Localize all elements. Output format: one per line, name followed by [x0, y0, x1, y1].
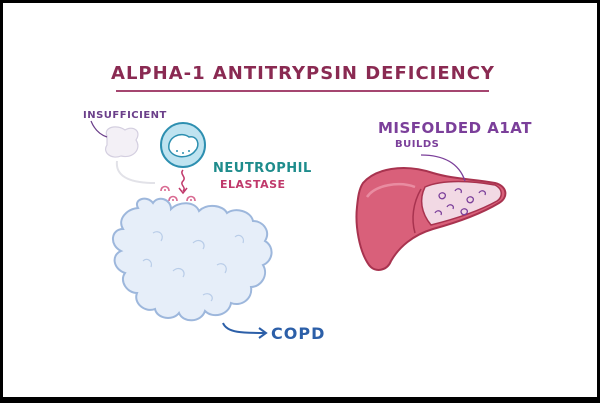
- lung-tissue-cloud: [112, 197, 273, 322]
- liver-lobe-divider: [412, 188, 422, 234]
- liver-lobe-highlight: [365, 183, 416, 198]
- label-insufficient: INSUFFICIENT: [83, 110, 167, 121]
- elastase-release-arrow: [181, 169, 185, 192]
- label-builds: BUILDS: [395, 139, 440, 150]
- copd-arrow: [222, 322, 266, 334]
- label-elastase: ELASTASE: [220, 178, 286, 191]
- a1at-path-line: [115, 160, 156, 184]
- title-underline: [116, 90, 489, 92]
- label-neutrophil: NEUTROPHIL: [213, 161, 312, 176]
- insufficient-pointer: [90, 120, 108, 138]
- elastase-fragments: [160, 185, 196, 202]
- diagram-title: ALPHA-1 ANTITRYPSIN DEFICIENCY: [111, 63, 495, 84]
- misfolded-a1at-particles: [434, 188, 487, 216]
- neutrophil-cell-icon: [160, 122, 206, 168]
- label-copd: COPD: [271, 324, 326, 343]
- illustration: [90, 120, 507, 339]
- builds-pointer: [420, 154, 466, 182]
- label-misfolded-a1at: MISFOLDED A1AT: [378, 119, 532, 137]
- insufficient-a1at-blob: [105, 126, 139, 158]
- lung-texture: [142, 231, 244, 302]
